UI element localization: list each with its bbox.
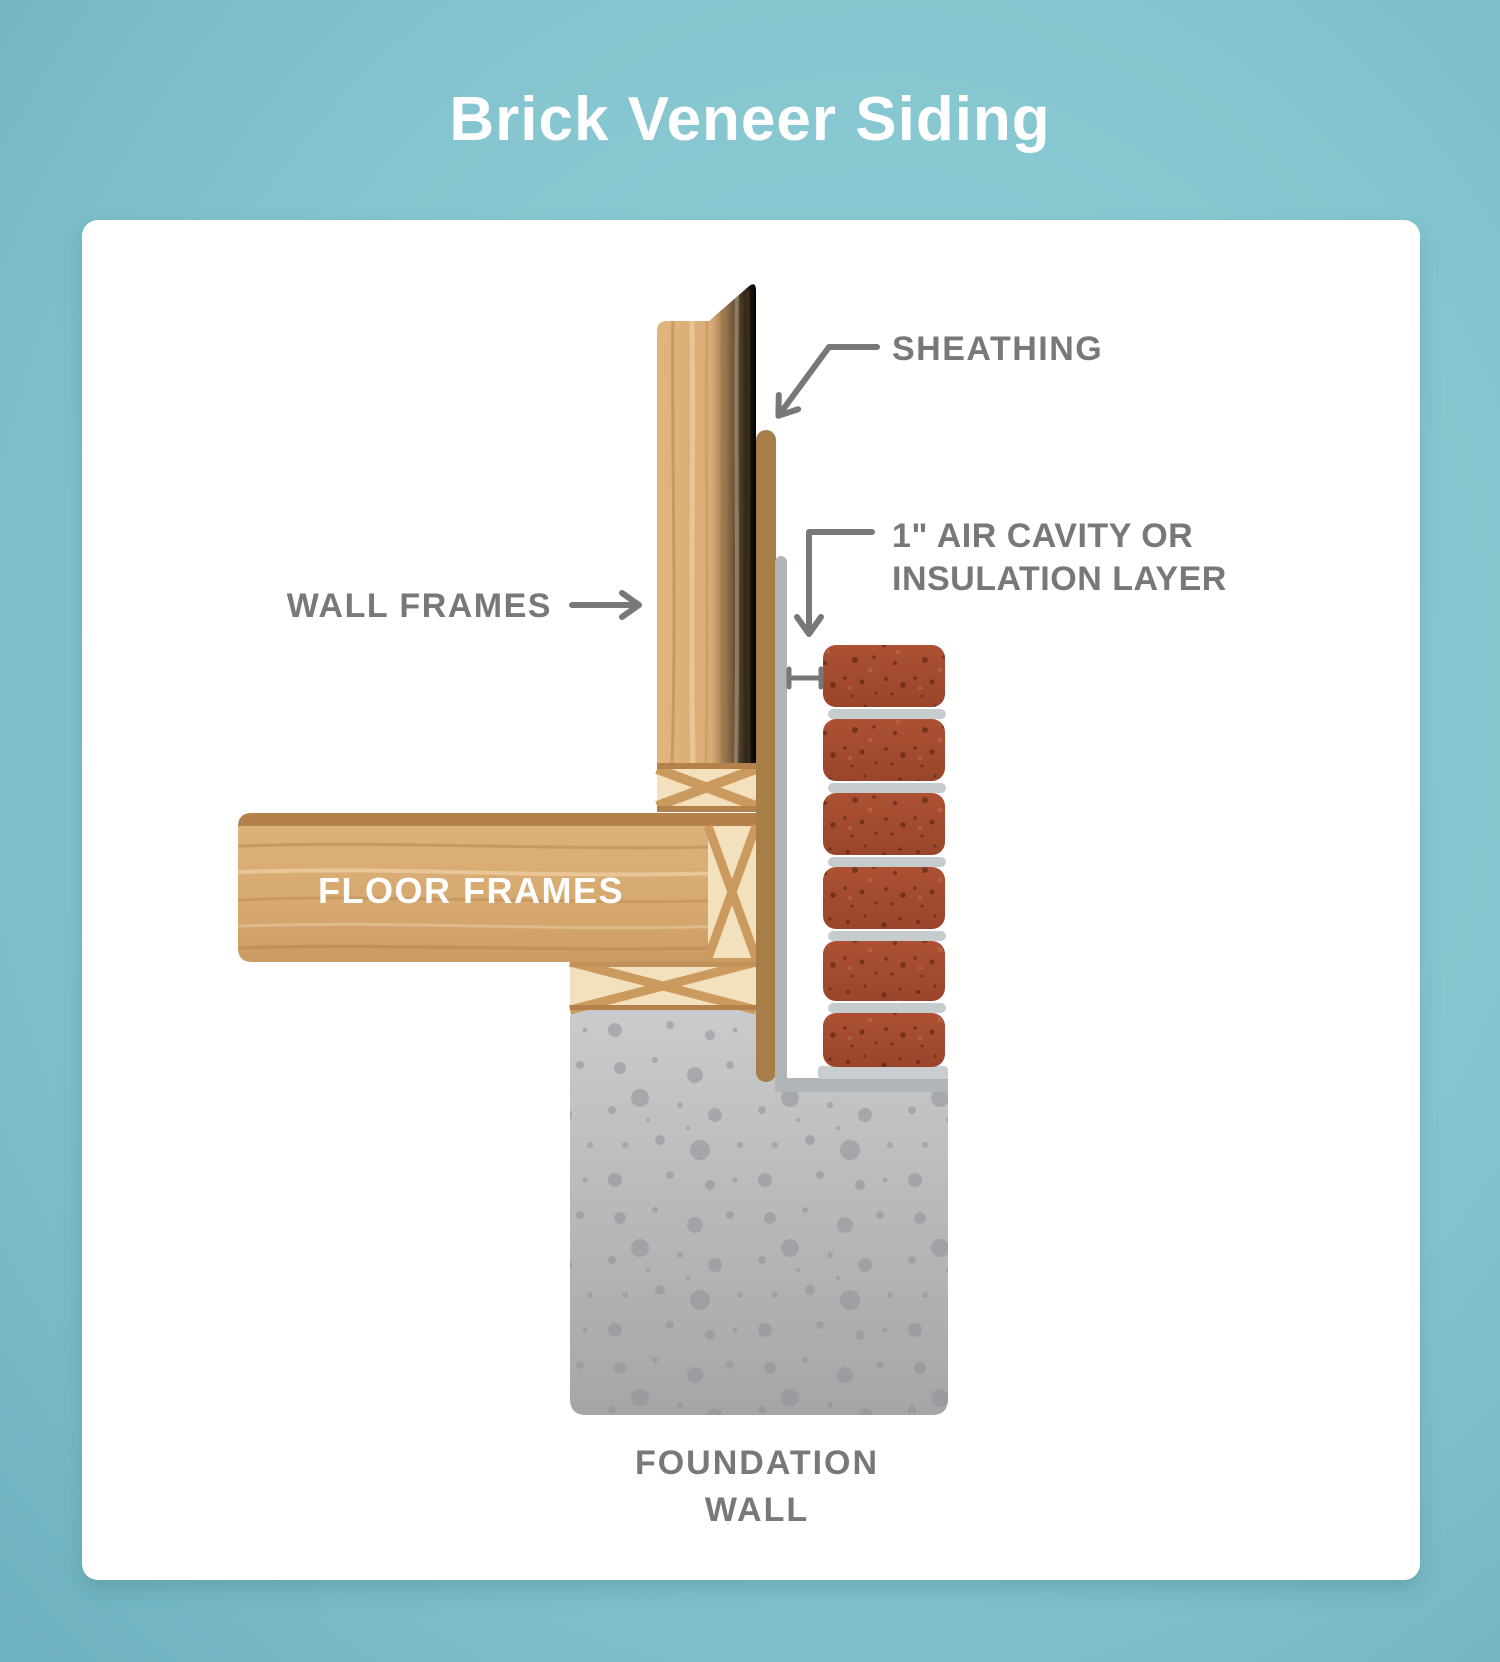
air-cavity-label-line2: INSULATION LAYER bbox=[892, 560, 1227, 598]
stud-body bbox=[657, 284, 756, 763]
mortar-joint bbox=[828, 709, 946, 719]
air-cavity-label-line1: 1" AIR CAVITY OR bbox=[892, 517, 1193, 555]
mortar-joint bbox=[828, 857, 946, 867]
beam-details bbox=[238, 813, 756, 951]
brick-veneer-column bbox=[823, 645, 946, 1067]
sheathing-arrow bbox=[775, 344, 880, 419]
beam-top-edge bbox=[238, 813, 756, 826]
brick bbox=[823, 645, 945, 707]
brick bbox=[823, 1013, 945, 1067]
beam-grain bbox=[238, 842, 756, 951]
foundation-wall-label-line1: FOUNDATION bbox=[635, 1444, 879, 1482]
brick bbox=[823, 941, 945, 1001]
floor-frames-label: FLOOR FRAMES bbox=[318, 870, 624, 911]
air-cavity-arrow bbox=[794, 529, 875, 637]
brick bbox=[823, 719, 945, 781]
mortar-joint bbox=[828, 931, 946, 941]
foundation-speckles bbox=[570, 1010, 948, 1415]
brick bbox=[823, 793, 945, 855]
mortar-joint bbox=[828, 783, 946, 793]
wall-frame-stud bbox=[657, 284, 756, 763]
wall-bottom-plate-block bbox=[655, 763, 758, 812]
rim-joist-block bbox=[703, 824, 761, 960]
sheathing-label: SHEATHING bbox=[892, 330, 1103, 368]
mortar-joint bbox=[828, 1003, 946, 1013]
air-gap-measure-marker bbox=[786, 666, 824, 690]
floor-frame-beam: FLOOR FRAMES bbox=[238, 813, 756, 962]
mortar-bed bbox=[818, 1066, 948, 1079]
wall-frames-label: WALL FRAMES bbox=[287, 587, 552, 625]
page-title: Brick Veneer Siding bbox=[449, 85, 1050, 154]
foundation-wall bbox=[570, 1010, 948, 1415]
brick bbox=[823, 867, 945, 929]
cavity-strip-foot bbox=[775, 1078, 948, 1092]
foundation-wall-label-line2: WALL bbox=[705, 1491, 809, 1529]
sheathing-panel bbox=[756, 430, 776, 1082]
stud-grain bbox=[670, 288, 751, 763]
sill-plate-block bbox=[568, 957, 758, 1015]
air-cavity-strip bbox=[775, 556, 948, 1092]
